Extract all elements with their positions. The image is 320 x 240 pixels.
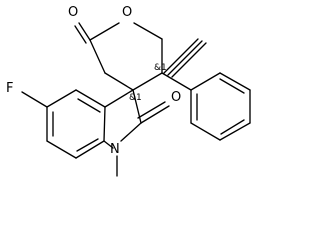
bond-ring-oxygen-to-ch2	[133, 22, 163, 40]
phenyl-inner-double-2	[220, 119, 245, 135]
lactone-carbonyl-double-bond-b	[74, 25, 87, 44]
nitrogen-label: N	[110, 142, 120, 157]
aryl-bond-2	[46, 89, 77, 108]
lactone-carbonyl-double-bond-a	[78, 22, 91, 41]
aryl-bond-5	[75, 140, 105, 159]
oxindole-core	[103, 89, 170, 177]
ethynyl-group	[163, 38, 207, 78]
bond-carbonyl-to-ring-oxygen	[89, 22, 120, 41]
bond-junction-to-spiro-ring	[103, 106, 106, 142]
stereo-label-quaternary: &1	[154, 63, 167, 73]
bond-n-to-ring-junction	[103, 140, 114, 149]
bond-quaternary-to-spiro	[132, 72, 163, 91]
aryl-bond-4	[46, 140, 77, 159]
aryl-inner-double-1	[77, 98, 101, 113]
lactone-ring	[74, 22, 163, 91]
bond-spiro-to-ch2	[104, 72, 134, 91]
phenyl-bond-5	[219, 72, 251, 91]
phenyl-attachment-bond	[161, 72, 192, 91]
phenyl-bond-6	[190, 72, 221, 91]
lactone-carbonyl-oxygen-label: O	[68, 5, 78, 20]
alkyne-bond-1	[163, 38, 199, 74]
phenyl-ring	[161, 72, 251, 141]
phenyl-inner-double-3	[219, 78, 245, 94]
fluorine-label: F	[6, 81, 13, 96]
molecule-canvas: O O O F N &1 &1	[6, 5, 251, 177]
stereo-label-spiro: &1	[129, 93, 142, 103]
ring-oxygen-label: O	[122, 5, 132, 20]
amide-carbonyl-oxygen-label: O	[171, 90, 181, 105]
phenyl-bond-2	[190, 122, 221, 141]
bond-lactam-carbonyl-to-n	[120, 122, 142, 142]
aryl-inner-double-3	[76, 138, 99, 152]
amide-carbonyl-double-bond-b	[137, 101, 166, 119]
fluoroaryl-ring	[21, 89, 106, 159]
amide-carbonyl-double-bond-a	[140, 105, 170, 124]
alkyne-bond-2	[167, 40, 203, 76]
fluorine-bond	[21, 91, 48, 108]
bond-ch2-to-carbonyl	[89, 39, 106, 74]
phenyl-bond-3	[219, 122, 251, 141]
molecule-structure: O O O F N &1 &1	[6, 5, 251, 177]
bond-spiro-to-aryl-carbon	[104, 89, 134, 108]
aryl-bond-1	[75, 89, 106, 108]
alkyne-bond-3	[171, 42, 207, 78]
